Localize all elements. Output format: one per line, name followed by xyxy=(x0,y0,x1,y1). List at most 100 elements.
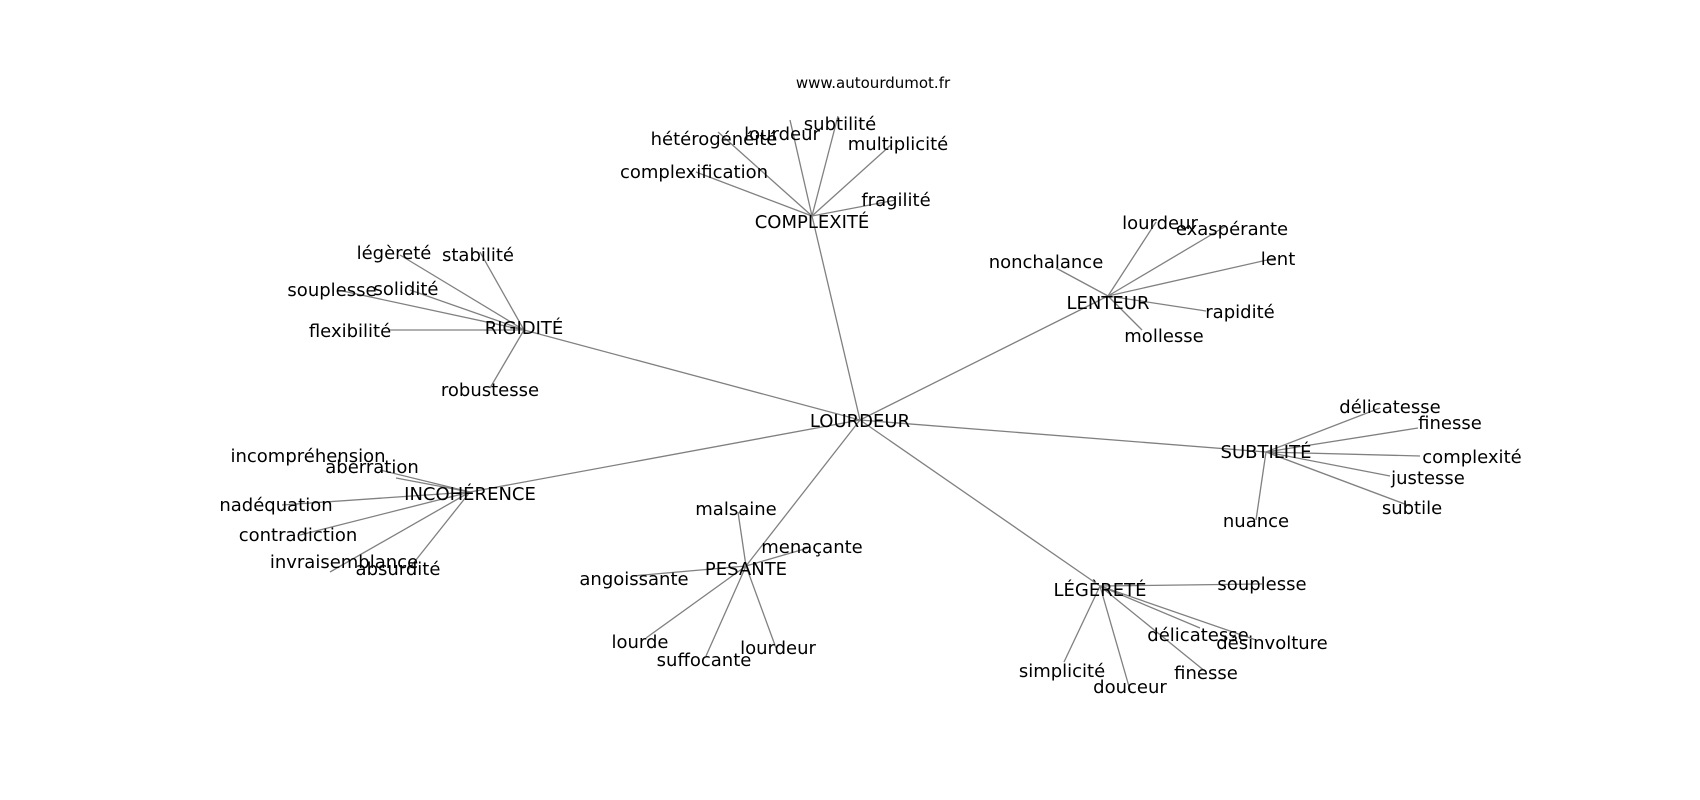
edge-center-lenteur xyxy=(859,295,1109,421)
edge-incoherence-0 xyxy=(379,469,471,493)
edge-rigidite-3 xyxy=(409,289,525,331)
leaf-lenteur-1: exaspérante xyxy=(1176,219,1288,240)
leaf-legerete-2: désinvolture xyxy=(1216,633,1328,654)
edge-legerete-4 xyxy=(1099,585,1207,673)
leaf-subtilite-1: finesse xyxy=(1418,413,1482,434)
edge-legerete-1 xyxy=(1099,585,1201,629)
leaf-incoherence-2: nadéquation xyxy=(219,495,332,516)
leaf-rigidite-4: flexibilité xyxy=(309,321,391,342)
leaf-pesante-1: menaçante xyxy=(761,537,863,558)
leaf-lenteur-4: rapidité xyxy=(1205,302,1274,323)
edge-subtilite-1 xyxy=(1265,427,1419,453)
leaf-legerete-0: souplesse xyxy=(1217,574,1306,595)
leaf-incoherence-4: invraisemblance xyxy=(270,552,418,573)
edge-complexite-0 xyxy=(717,131,813,217)
edge-incoherence-4 xyxy=(329,491,471,573)
leaf-complexite-2: subtilité xyxy=(804,114,876,135)
leaf-legerete-4: finesse xyxy=(1174,663,1238,684)
node-complexite: COMPLEXITÉ xyxy=(755,211,870,233)
node-lenteur: LENTEUR xyxy=(1067,293,1150,314)
leaf-incoherence-3: contradiction xyxy=(239,525,358,546)
leaf-pesante-4: suffocante xyxy=(657,650,752,671)
edge-complexite-5 xyxy=(811,199,897,217)
leaf-rigidite-3: solidité xyxy=(374,279,439,300)
edge-lenteur-4 xyxy=(1107,295,1207,312)
edge-pesante-0 xyxy=(737,511,747,567)
edge-pesante-2 xyxy=(631,565,747,577)
leaf-rigidite-2: souplesse xyxy=(287,280,376,301)
edge-complexite-2 xyxy=(811,115,839,217)
edge-incoherence-5 xyxy=(407,491,471,571)
edge-pesante-3 xyxy=(645,565,747,639)
leaf-incoherence-1: aberration xyxy=(325,457,419,478)
edge-legerete-2 xyxy=(1099,585,1257,641)
edge-complexite-3 xyxy=(811,143,893,217)
leaf-complexite-0: hétérogénéité xyxy=(651,129,778,150)
edge-pesante-1 xyxy=(745,547,809,567)
leaf-complexite-4: complexification xyxy=(620,162,768,183)
edge-pesante-5 xyxy=(745,565,777,649)
leaf-pesante-3: lourde xyxy=(611,632,668,653)
leaf-complexite-5: fragilité xyxy=(861,190,930,211)
edge-rigidite-0 xyxy=(399,254,525,331)
node-incoherence: INCOHÉRENCE xyxy=(404,483,536,505)
leaf-subtilite-5: nuance xyxy=(1223,511,1289,532)
edge-subtilite-2 xyxy=(1265,451,1421,457)
leaf-lenteur-2: nonchalance xyxy=(989,252,1104,273)
leaf-rigidite-1: stabilité xyxy=(442,245,514,266)
labels-layer: www.autourdumot.fr LOURDEUR COMPLEXITÉ hé… xyxy=(219,74,1521,698)
edge-legerete-3 xyxy=(1063,585,1101,663)
node-subtilite: SUBTILITÉ xyxy=(1221,441,1312,463)
leaf-rigidite-0: légèreté xyxy=(357,243,432,264)
edge-legerete-0 xyxy=(1099,583,1263,587)
edge-subtilite-0 xyxy=(1265,407,1381,453)
leaf-pesante-0: malsaine xyxy=(695,499,776,520)
leaf-pesante-5: lourdeur xyxy=(740,638,816,659)
leaf-legerete-3: simplicité xyxy=(1019,661,1105,682)
leaf-complexite-1: lourdeur xyxy=(744,124,820,145)
edge-center-legerete xyxy=(859,419,1101,587)
leaf-incoherence-0: incompréhension xyxy=(230,446,385,467)
edge-lenteur-3 xyxy=(1107,257,1277,297)
edge-center-pesante xyxy=(745,419,861,567)
leaf-pesante-2: angoissante xyxy=(579,569,688,590)
node-legerete: LÉGÈRETÉ xyxy=(1054,579,1147,601)
edge-center-incoherence xyxy=(469,419,861,493)
edge-pesante-4 xyxy=(705,565,747,657)
edge-center-complexite xyxy=(811,215,861,421)
edges-layer xyxy=(281,115,1421,691)
leaf-lenteur-5: mollesse xyxy=(1124,326,1203,347)
leaf-legerete-1: délicatesse xyxy=(1147,625,1248,646)
edge-legerete-5 xyxy=(1099,585,1131,691)
edge-center-rigidite xyxy=(523,329,861,421)
leaf-lenteur-0: lourdeur xyxy=(1122,213,1198,234)
leaf-subtilite-2: complexité xyxy=(1422,447,1521,468)
edge-subtilite-3 xyxy=(1265,451,1391,477)
edge-incoherence-2 xyxy=(281,491,471,506)
edge-complexite-1 xyxy=(789,119,813,217)
node-center: LOURDEUR xyxy=(810,411,910,432)
leaf-subtilite-0: délicatesse xyxy=(1339,397,1440,418)
node-rigidite: RIGIDITÉ xyxy=(485,317,564,339)
edge-complexite-4 xyxy=(695,171,813,217)
edge-center-subtilite xyxy=(859,419,1267,453)
leaf-rigidite-5: robustesse xyxy=(441,380,539,401)
node-pesante: PESANTE xyxy=(705,559,787,580)
edge-incoherence-1 xyxy=(395,477,471,493)
edge-rigidite-2 xyxy=(337,289,525,331)
leaf-complexite-3: multiplicité xyxy=(848,134,948,155)
edge-subtilite-4 xyxy=(1265,451,1411,507)
leaf-lenteur-3: lent xyxy=(1261,249,1296,270)
leaf-subtilite-3: justesse xyxy=(1390,468,1465,489)
edge-lenteur-2 xyxy=(1055,267,1109,297)
edge-lenteur-0 xyxy=(1107,221,1157,297)
site-credit: www.autourdumot.fr xyxy=(796,74,951,92)
leaf-legerete-5: douceur xyxy=(1093,677,1167,698)
edge-rigidite-1 xyxy=(479,251,525,331)
edge-lenteur-1 xyxy=(1107,225,1227,297)
edge-subtilite-5 xyxy=(1255,451,1267,521)
leaf-subtilite-4: subtile xyxy=(1382,498,1442,519)
edge-incoherence-3 xyxy=(299,491,471,536)
edge-lenteur-5 xyxy=(1107,295,1143,331)
